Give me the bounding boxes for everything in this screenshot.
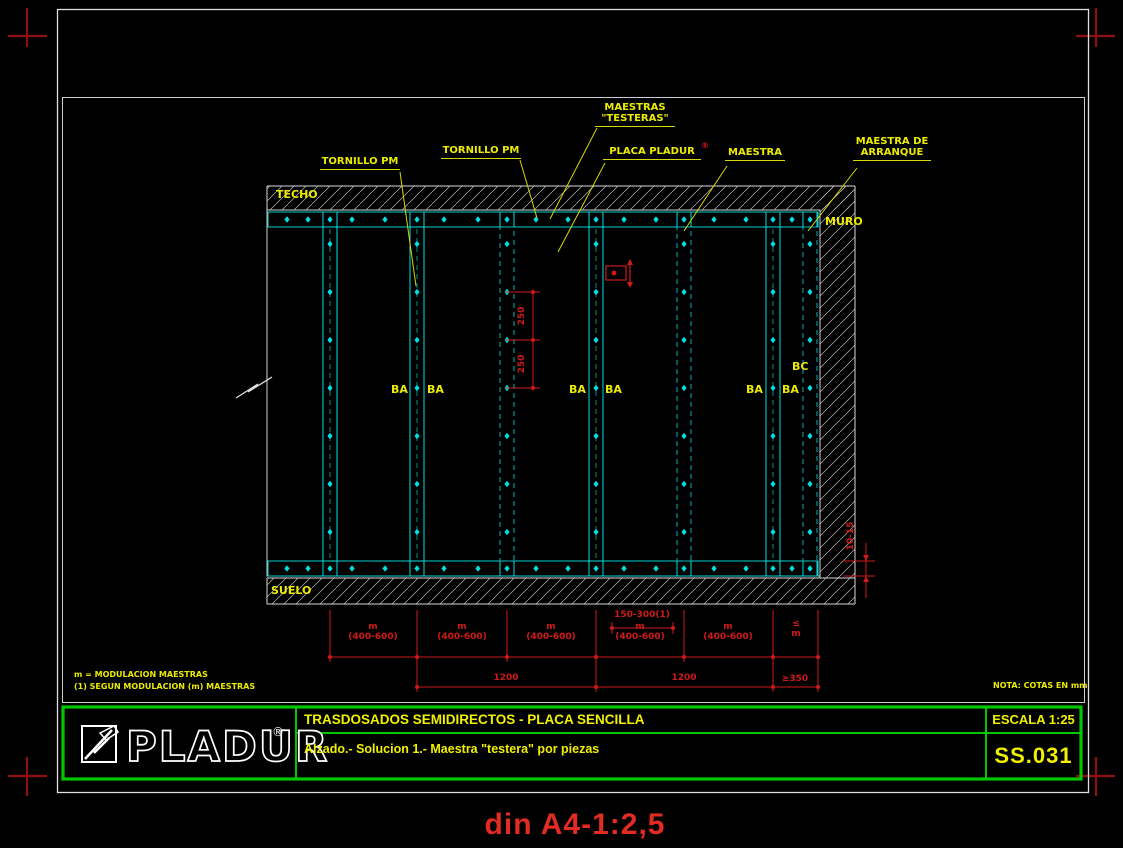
- label-ba-2: BA: [427, 383, 444, 396]
- label-maestras-line1: MAESTRAS: [604, 102, 666, 113]
- note-segun-modulation: (1) SEGUN MODULACION (m) MAESTRAS: [74, 682, 256, 691]
- label-techo: TECHO: [276, 188, 318, 201]
- dim-module-1: m (400-600): [337, 622, 409, 642]
- dim-module-range: (400-600): [348, 632, 398, 642]
- leader-tornillo-pm-2: [519, 159, 538, 219]
- dim-module-4: m (400-600): [604, 622, 676, 642]
- dim-testera-range: 150-300(1): [614, 610, 670, 620]
- hatch-floor: [267, 578, 855, 604]
- label-muro: MURO: [825, 215, 863, 228]
- dim-module-symbol: m: [457, 622, 467, 632]
- leader-tornillo-pm-1: [399, 171, 417, 287]
- leader-maestras-testeras: [549, 127, 598, 220]
- label-placa-pladur: PLACA PLADUR: [603, 146, 701, 160]
- label-ba-1: BA: [391, 383, 408, 396]
- leader-maestra: [683, 165, 728, 232]
- break-symbol: [235, 376, 273, 399]
- dim-floor-gap: 10-15: [846, 521, 856, 551]
- dim-module-symbol: m: [635, 622, 645, 632]
- label-ba-4: BA: [605, 383, 622, 396]
- label-arranque-line1: MAESTRA DE: [855, 136, 929, 147]
- leader-lines: [399, 127, 858, 287]
- dimension-ticks: [328, 290, 820, 689]
- hatch-zones: [266, 185, 856, 605]
- dim-module-symbol: m: [368, 622, 378, 632]
- titleblock-title: TRASDOSADOS SEMIDIRECTOS - PLACA SENCILL…: [304, 712, 645, 727]
- placa-registered-icon: ®: [701, 141, 709, 150]
- leader-placa-pladur: [557, 162, 606, 253]
- hatch-wall: [820, 186, 855, 578]
- plasterboard-outline: [266, 209, 821, 577]
- pladur-logo: PLADUR ®: [81, 721, 329, 772]
- label-maestra: MAESTRA: [725, 147, 785, 161]
- dim-module-2: m (400-600): [426, 622, 498, 642]
- dim-screw-spacing-1: 250: [517, 306, 527, 326]
- dim-min-edge: ≥350: [781, 674, 809, 684]
- label-suelo: SUELO: [271, 584, 312, 597]
- label-ba-3: BA: [569, 383, 586, 396]
- titleblock-scale: ESCALA 1:25: [992, 712, 1075, 727]
- dim-module-symbol: m: [546, 622, 556, 632]
- sheet-border: [56, 8, 1090, 794]
- dimension-lines: [329, 291, 875, 692]
- leader-maestra-arranque: [807, 167, 858, 232]
- title-block: [61, 705, 1083, 781]
- label-arranque-line2: ARRANQUE: [860, 147, 924, 158]
- label-tornillo-pm-2: TORNILLO PM: [441, 145, 521, 159]
- dim-module-range: (400-600): [703, 632, 753, 642]
- dim-module-5: m (400-600): [692, 622, 764, 642]
- testera-rows: [267, 211, 819, 577]
- maestra-strips: [322, 212, 818, 576]
- dim-plate-width-2: 1200: [671, 673, 697, 683]
- label-maestras-line2: "TESTERAS": [601, 113, 669, 124]
- sheet-size-caption: din A4-1:2,5: [484, 808, 666, 841]
- note-modulation: m = MODULACION MAESTRAS: [74, 670, 208, 679]
- titleblock-code: SS.031: [994, 743, 1073, 768]
- dim-module-range: (400-600): [437, 632, 487, 642]
- dim-module-symbol: m: [723, 622, 733, 632]
- label-ba-5: BA: [746, 383, 763, 396]
- dim-plate-width-1: 1200: [493, 673, 519, 683]
- bottom-testera-row: [267, 560, 819, 577]
- note-units: NOTA: COTAS EN mm: [993, 681, 1088, 690]
- detail-callout: [605, 259, 633, 288]
- dim-screw-spacing-2: 250: [517, 354, 527, 374]
- drawing-frame: [62, 97, 1085, 703]
- logo-text: PLADUR: [126, 722, 329, 771]
- dim-max-module-m: m: [791, 629, 801, 639]
- screw-diamonds: [284, 216, 813, 572]
- label-tornillo-pm-1: TORNILLO PM: [320, 156, 400, 170]
- dim-module-range: (400-600): [526, 632, 576, 642]
- dim-module-range: (400-600): [615, 632, 665, 642]
- logo-registered-mark: ®: [272, 725, 284, 739]
- label-maestras-testeras: MAESTRAS "TESTERAS": [595, 102, 675, 127]
- label-ba-6: BA: [782, 383, 799, 396]
- dim-module-3: m (400-600): [515, 622, 587, 642]
- dim-max-module-symbol: ≤: [792, 619, 800, 629]
- label-bc: BC: [792, 360, 809, 373]
- titleblock-subtitle: Alzado.- Solucion 1.- Maestra "testera" …: [304, 742, 600, 756]
- top-testera-row: [267, 211, 819, 228]
- dim-max-module: ≤ m: [782, 619, 810, 639]
- label-maestra-arranque: MAESTRA DE ARRANQUE: [853, 136, 931, 161]
